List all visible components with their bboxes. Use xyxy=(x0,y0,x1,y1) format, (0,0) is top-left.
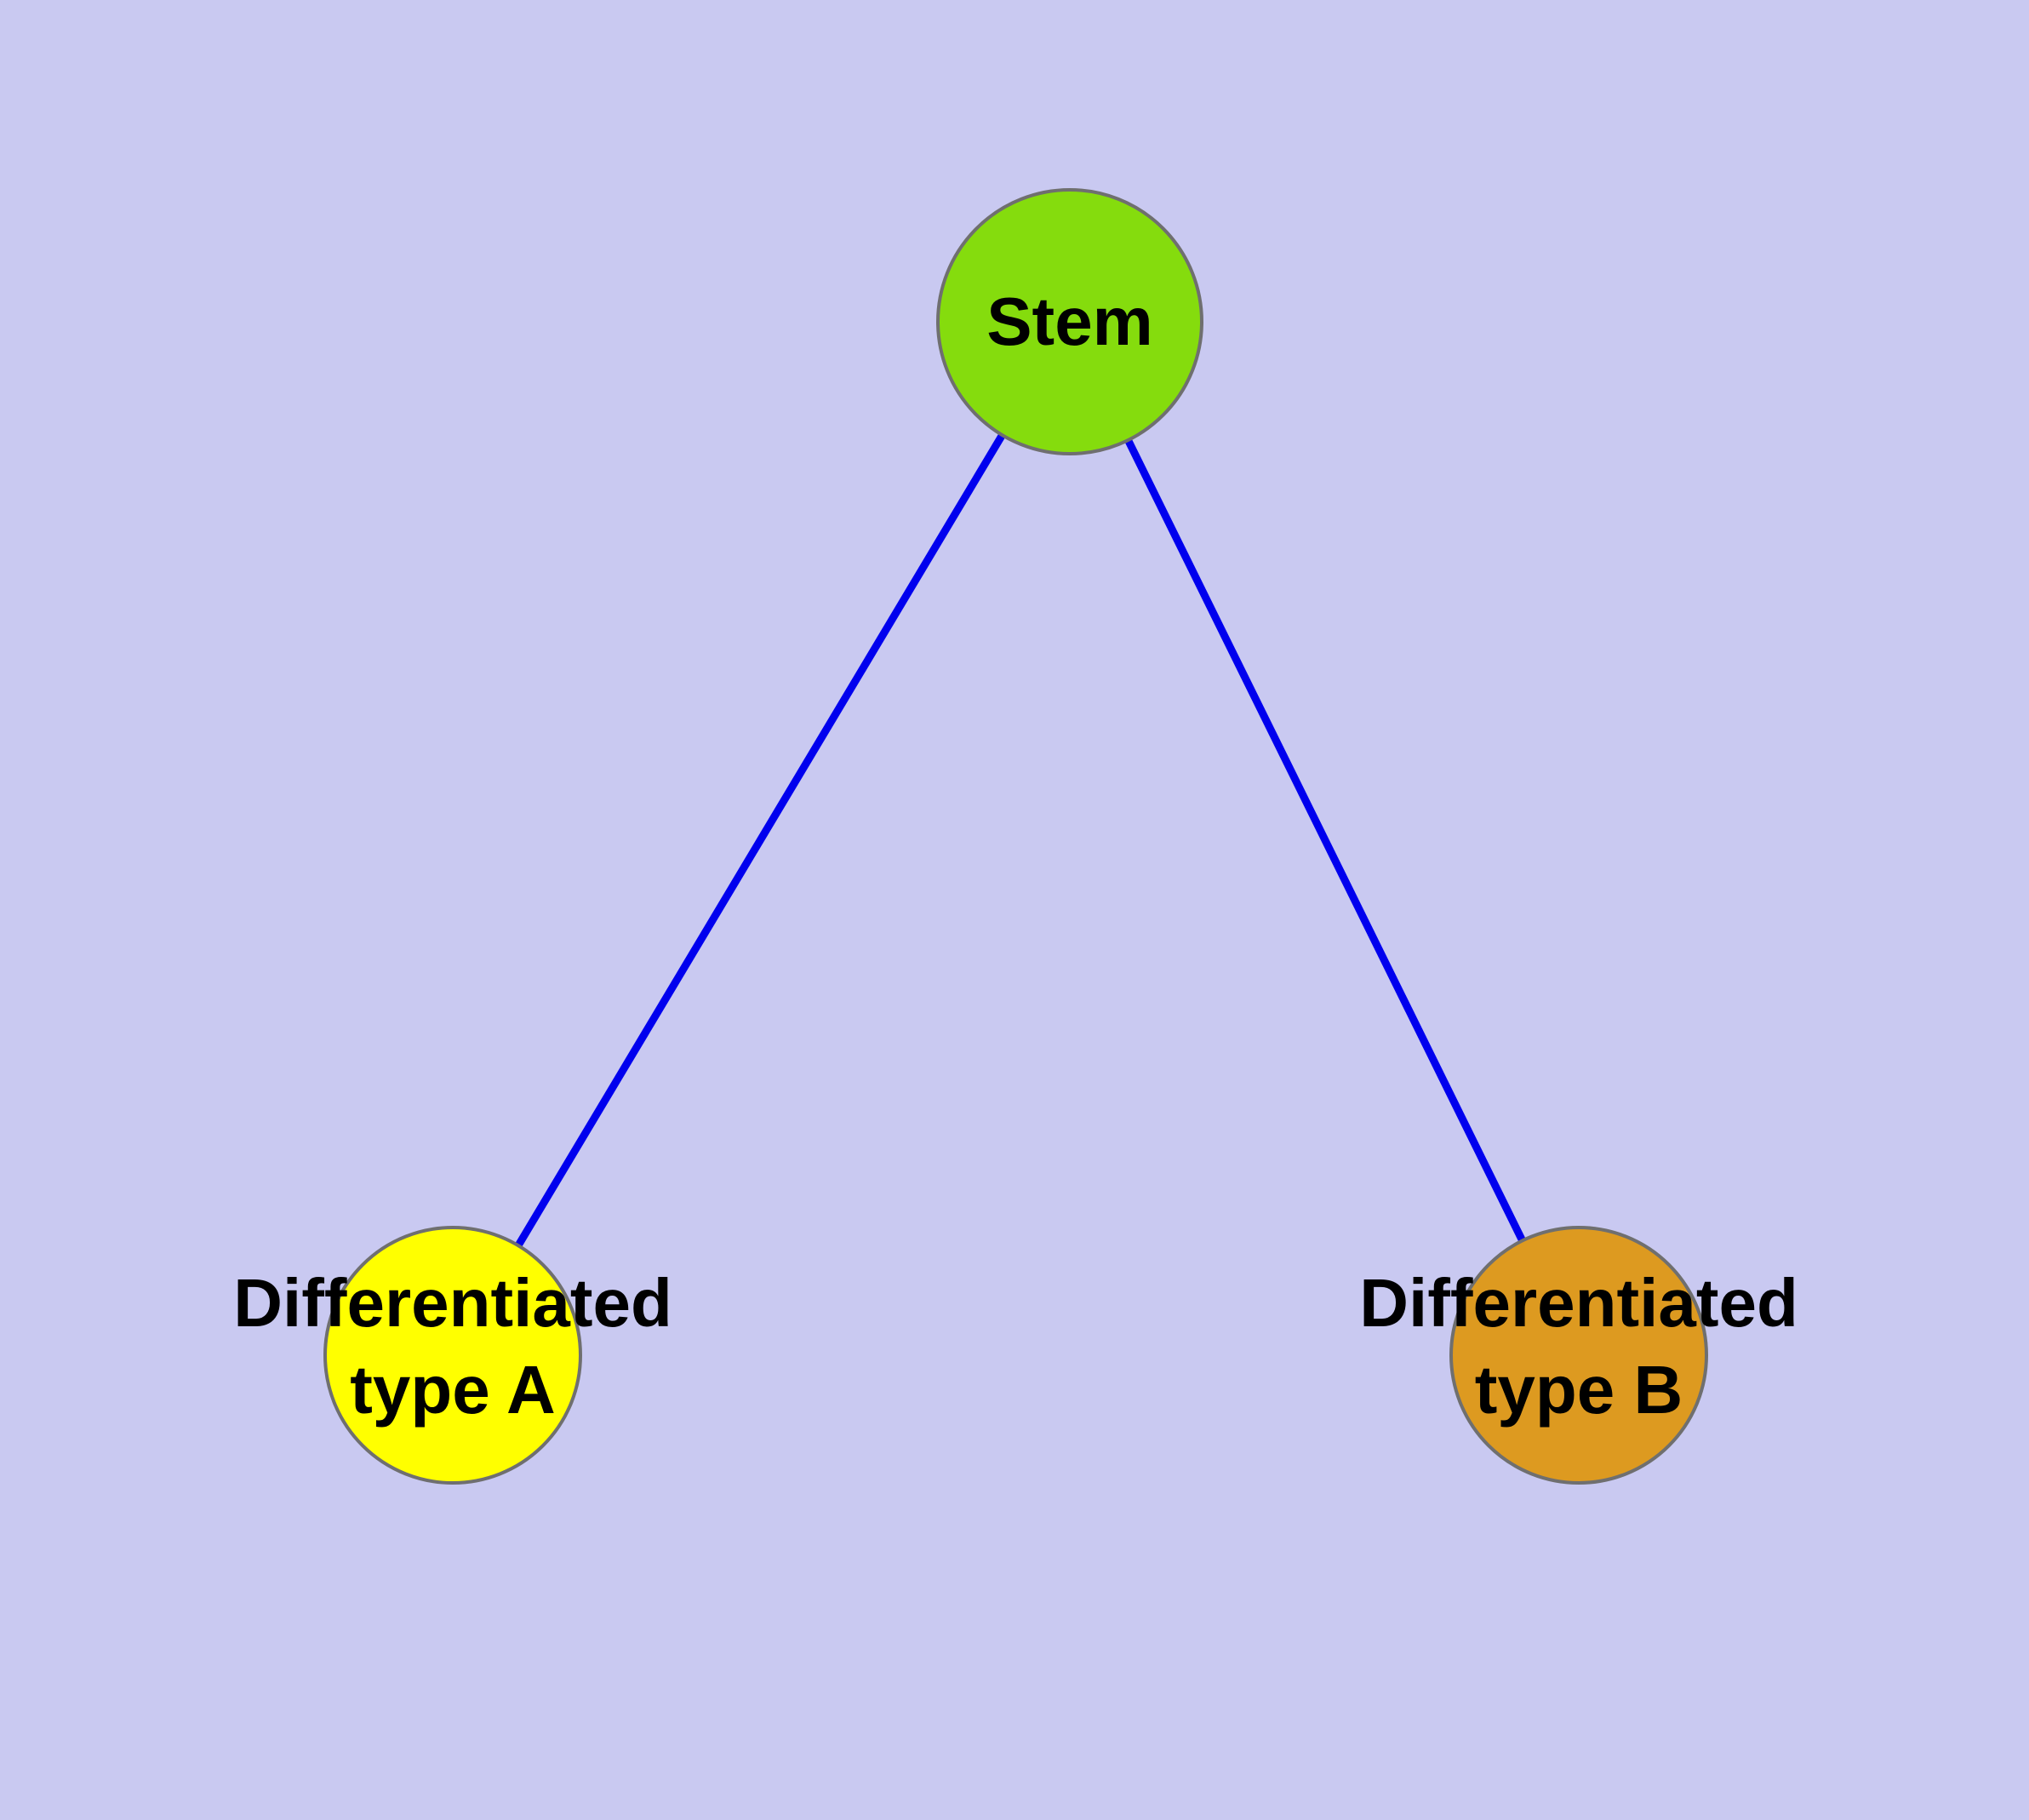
edge-stem-to-type-b xyxy=(1066,320,1583,1357)
node-stem-label: Stem xyxy=(986,283,1153,359)
edge-stem-to-type-a xyxy=(449,319,1073,1358)
node-differentiated-type-a-label-line2: type A xyxy=(350,1352,556,1428)
node-differentiated-type-b-label-line1: Differentiated xyxy=(1359,1265,1798,1341)
node-differentiated-type-a xyxy=(323,1226,582,1485)
node-stem xyxy=(936,188,1203,455)
node-differentiated-type-b-label-line2: type B xyxy=(1475,1352,1683,1428)
node-differentiated-type-b xyxy=(1449,1226,1708,1485)
node-differentiated-type-a-label-line1: Differentiated xyxy=(233,1265,672,1341)
